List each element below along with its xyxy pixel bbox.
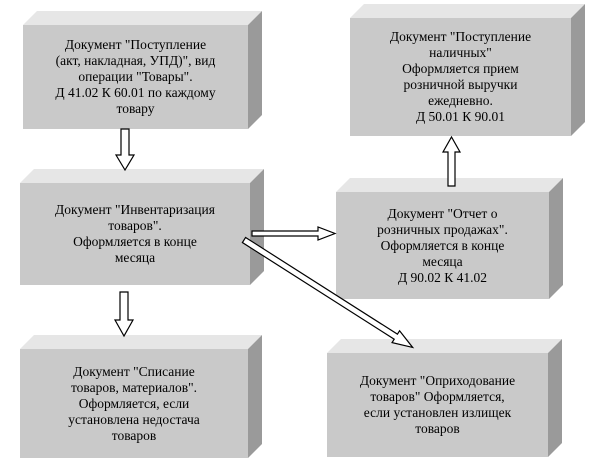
block-side-face (250, 169, 264, 285)
block-side-face (248, 335, 262, 458)
arrow-diagonal-icon (241, 236, 415, 349)
block-top-face (23, 11, 262, 25)
arrow-down-icon (113, 291, 135, 338)
block-side-face (548, 339, 562, 457)
block-write-off: Документ "Списание товаров, материалов".… (20, 349, 248, 458)
block-surplus-capitalization-text: Документ "Оприходование товаров" Оформля… (359, 373, 516, 436)
block-side-face (549, 178, 563, 299)
block-receipt-goods-text: Документ "Поступление (акт, накладная, У… (55, 37, 216, 116)
arrow-down-icon (114, 128, 136, 172)
block-retail-report-text: Документ "Отчет о розничных продажах". О… (377, 205, 508, 285)
arrow-up-icon (441, 135, 462, 187)
block-retail-report: Документ "Отчет о розничных продажах". О… (336, 192, 549, 299)
block-cash-receipt: Документ "Поступление наличных" Оформляе… (350, 18, 571, 136)
block-top-face (350, 4, 585, 18)
block-top-face (20, 335, 262, 349)
block-side-face (571, 4, 585, 136)
block-inventory-text: Документ "Инвентаризация товаров". Оформ… (55, 202, 215, 265)
arrow-right-icon (251, 226, 337, 241)
block-top-face (327, 339, 562, 353)
block-cash-receipt-text: Документ "Поступление наличных" Оформляе… (389, 29, 532, 124)
block-receipt-goods: Документ "Поступление (акт, накладная, У… (23, 25, 248, 129)
block-inventory: Документ "Инвентаризация товаров". Оформ… (20, 183, 250, 285)
block-write-off-text: Документ "Списание товаров, материалов".… (68, 363, 200, 443)
block-surplus-capitalization: Документ "Оприходование товаров" Оформля… (327, 353, 548, 457)
block-top-face (20, 169, 264, 183)
block-side-face (248, 11, 262, 129)
